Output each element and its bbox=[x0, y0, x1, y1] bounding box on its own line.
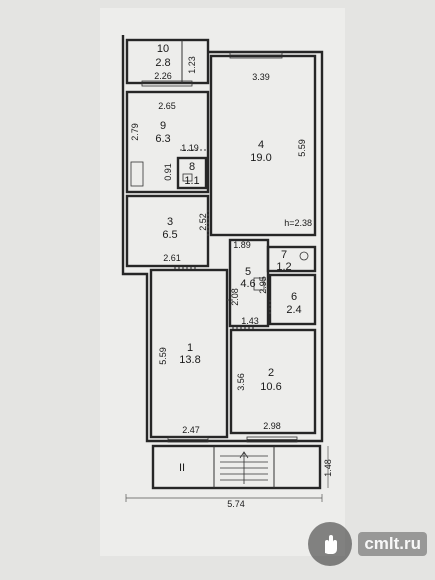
room-4-area: 19.0 bbox=[250, 152, 271, 164]
stairs-icon bbox=[220, 451, 268, 484]
stair-block bbox=[151, 444, 322, 490]
room-6-number: 6 bbox=[291, 291, 297, 303]
dim-r5-bottom: 1.43 bbox=[241, 316, 259, 326]
bathtub-icon bbox=[130, 161, 144, 187]
dim-r8-top: 1.19 bbox=[181, 143, 199, 153]
dim-r3-bottom: 2.61 bbox=[163, 253, 181, 263]
room-4-outline bbox=[209, 54, 317, 237]
dim-r5-top: 1.89 bbox=[233, 240, 251, 250]
room-2-area: 10.6 bbox=[260, 381, 281, 393]
room-7-number: 7 bbox=[281, 249, 287, 261]
room-10-area: 2.8 bbox=[155, 57, 170, 69]
plan-paper bbox=[100, 8, 345, 556]
toilet-icon bbox=[299, 251, 309, 261]
room-2-number: 2 bbox=[268, 367, 274, 379]
room-9-number: 9 bbox=[160, 120, 166, 132]
outer-wall bbox=[121, 35, 324, 443]
dim-r10-bottom: 2.26 bbox=[154, 71, 172, 81]
room-5-number: 5 bbox=[245, 266, 251, 278]
dim-r4-height: h=2.38 bbox=[284, 218, 312, 228]
dim-overall-width: 5.74 bbox=[227, 499, 245, 509]
room-1-number: 1 bbox=[187, 342, 193, 354]
fixtures bbox=[130, 161, 309, 484]
room-6-outline bbox=[268, 273, 317, 326]
dim-r8-left: 0.91 bbox=[163, 163, 173, 181]
dim-r9-top: 2.65 bbox=[158, 101, 176, 111]
room-2-outline bbox=[229, 328, 317, 435]
room-8-area: 1.1 bbox=[184, 175, 199, 187]
room-10-outline bbox=[125, 38, 210, 85]
room-8-number: 8 bbox=[189, 161, 195, 173]
room-10-number: 10 bbox=[157, 43, 169, 55]
room-6-area: 2.4 bbox=[286, 304, 301, 316]
stair-mark: II bbox=[179, 462, 185, 474]
room-3-number: 3 bbox=[167, 216, 173, 228]
room-9-area: 6.3 bbox=[155, 133, 170, 145]
dim-r1-left: 5.59 bbox=[158, 347, 168, 365]
dimension-lines bbox=[125, 446, 329, 502]
dim-r10-right: 1.23 bbox=[187, 56, 197, 74]
room-5-outline bbox=[228, 238, 270, 328]
watermark-text: cmlt.ru bbox=[358, 532, 427, 556]
dim-r5-left: 2.08 bbox=[230, 288, 240, 306]
room-3-area: 6.5 bbox=[162, 229, 177, 241]
room-5-area: 4.6 bbox=[240, 278, 255, 290]
dim-r2-left: 3.56 bbox=[236, 373, 246, 391]
room-9-outline bbox=[125, 90, 210, 194]
dim-r4-top: 3.39 bbox=[252, 72, 270, 82]
room-labels: 10 2.8 9 6.3 8 1.1 4 19.0 3 6.5 7 1.2 5 … bbox=[155, 43, 301, 393]
dim-r5-right: 2.95 bbox=[258, 276, 268, 294]
watermark: cmlt.ru bbox=[308, 522, 427, 566]
hand-icon bbox=[308, 522, 353, 566]
room-1-area: 13.8 bbox=[179, 354, 200, 366]
windows bbox=[141, 51, 298, 443]
room-4-number: 4 bbox=[258, 139, 264, 151]
room-8-outline bbox=[176, 156, 208, 190]
dim-r3-right: 2.52 bbox=[198, 213, 208, 231]
dim-r2-bottom: 2.98 bbox=[263, 421, 281, 431]
plan-walls bbox=[121, 35, 324, 490]
basin-icon bbox=[253, 277, 265, 291]
room-7-area: 1.2 bbox=[276, 261, 291, 273]
dim-r9-left: 2.79 bbox=[130, 123, 140, 141]
dim-r4-right: 5.59 bbox=[297, 139, 307, 157]
sink-icon bbox=[182, 173, 193, 182]
doorways bbox=[174, 149, 271, 329]
dim-r1-bottom: 2.47 bbox=[182, 425, 200, 435]
